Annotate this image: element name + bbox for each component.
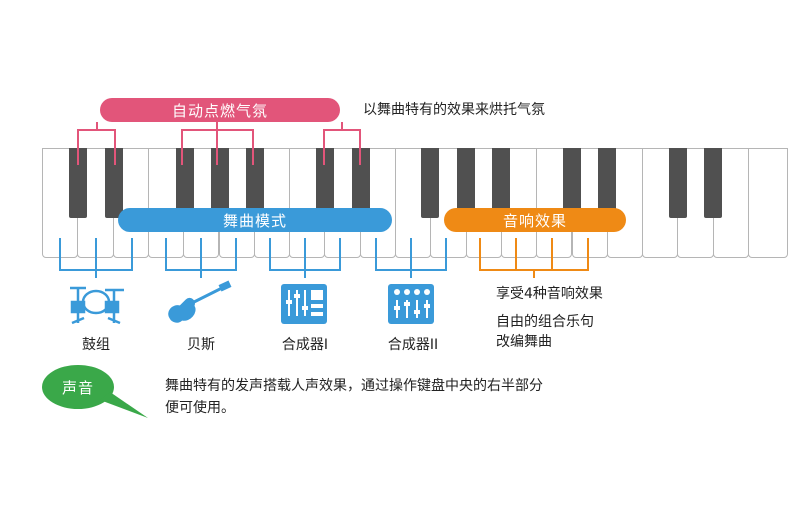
synth-1-icon (281, 284, 327, 324)
black-key (176, 148, 194, 218)
black-key (457, 148, 475, 218)
black-key (352, 148, 370, 218)
voice-description-line-2: 便可使用。 (165, 400, 235, 416)
instrument-label-synth-2: 合成器II (387, 337, 439, 353)
effect-description-3: 改编舞曲 (496, 334, 552, 350)
black-key (316, 148, 334, 218)
instrument-label-bass: 贝斯 (187, 337, 215, 353)
black-key (704, 148, 722, 218)
black-key (421, 148, 439, 218)
auto-ignite-description: 以舞曲特有的效果来烘托气氛 (363, 102, 545, 118)
blue-brackets (59, 238, 447, 278)
instrument-label-synth-1: 合成器I (281, 337, 329, 353)
black-key (105, 148, 123, 218)
effect-description-1: 享受4种音响效果 (496, 286, 603, 302)
synth-2-icon (388, 284, 434, 324)
auto-ignite-label: 自动点燃气氛 (171, 101, 268, 120)
pink-brackets (77, 122, 361, 165)
effect-description-2: 自由的组合乐句 (496, 314, 594, 330)
black-key (563, 148, 581, 218)
dance-mode-pill: 舞曲模式 (118, 208, 392, 232)
white-key (748, 148, 788, 258)
voice-description-line-1: 舞曲特有的发声搭载人声效果，通过操作键盘中央的右半部分 (165, 378, 543, 394)
auto-ignite-pill: 自动点燃气氛 (100, 98, 340, 122)
instrument-label-drums: 鼓组 (82, 337, 110, 353)
black-key (246, 148, 264, 218)
drum-kit-icon (70, 286, 124, 325)
voice-bubble-label: 声音 (61, 379, 94, 397)
black-key (598, 148, 616, 218)
bass-guitar-icon (168, 280, 232, 323)
orange-bracket (479, 238, 589, 278)
sound-effect-label: 音响效果 (502, 211, 567, 230)
sound-effect-pill: 音响效果 (444, 208, 626, 232)
black-key (69, 148, 87, 218)
black-key (211, 148, 229, 218)
dance-mode-label: 舞曲模式 (222, 211, 287, 230)
black-key (492, 148, 510, 218)
black-key (669, 148, 687, 218)
